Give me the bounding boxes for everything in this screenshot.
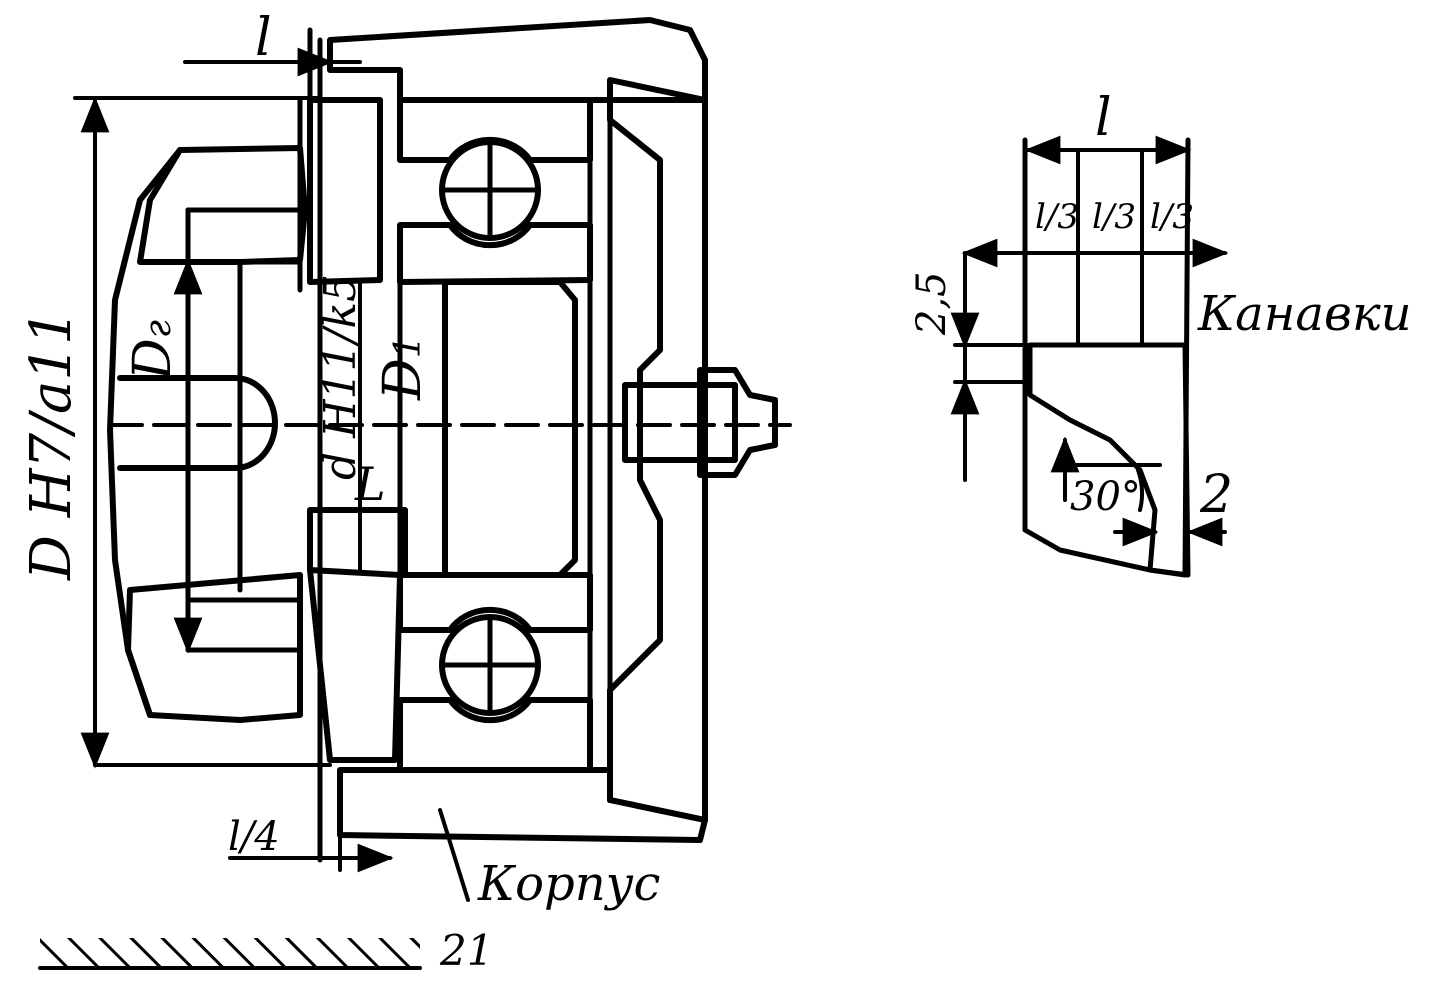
bearing-upper-inner-race: [397, 222, 593, 285]
label-inner-diameter-sub: 1: [388, 335, 429, 358]
detail-label-depth: 2,5: [909, 271, 955, 336]
seal-upper: [307, 97, 383, 285]
ball-upper: [439, 139, 541, 241]
label-inner-diameter-main: D: [373, 358, 433, 401]
label-bottom-mark: 21: [439, 926, 493, 975]
bearing-lower-outer-race: [397, 697, 593, 773]
detail-label-third-1: l/3: [1035, 197, 1079, 237]
label-gland-diameter: Dг: [123, 320, 183, 381]
label-housing: Корпус: [477, 856, 660, 912]
shaft-step: [307, 507, 408, 578]
detail-label-third-3: l/3: [1150, 197, 1194, 237]
label-gland-diameter-main: D: [123, 338, 183, 381]
detail-section: [1027, 342, 1191, 578]
detail-label-grooves: Канавки: [1197, 286, 1412, 342]
label-bore-fit: D H7/a11: [19, 309, 84, 581]
label-inner-diameter: D1: [373, 335, 433, 401]
ball-lower: [439, 614, 541, 716]
label-shaft-fit: d H11/k5: [315, 274, 366, 480]
bore-end: [117, 375, 278, 471]
housing-bottom: [337, 767, 708, 843]
housing-leader: [438, 808, 470, 902]
label-quarter: l/4: [228, 814, 280, 860]
bolt: [622, 367, 778, 478]
label-l-top: l: [255, 8, 272, 68]
bearing-assembly: [38, 17, 792, 970]
bearing-upper-outer-race: [397, 97, 593, 163]
detail-label-third-2: l/3: [1092, 197, 1136, 237]
bottom-hatch-strip: [40, 938, 420, 968]
detail-label-angle: 30°: [1070, 474, 1141, 520]
seal-lower: [307, 567, 403, 763]
bearing-lower-inner-race: [397, 572, 593, 633]
groove-detail: [950, 135, 1229, 578]
detail-label-chamfer: 2: [1199, 465, 1233, 525]
gland-body: [107, 147, 183, 718]
label-length: L: [354, 457, 386, 511]
detail-label-l: l: [1095, 88, 1112, 148]
label-gland-diameter-sub: г: [138, 320, 179, 338]
shaft: [442, 279, 578, 578]
